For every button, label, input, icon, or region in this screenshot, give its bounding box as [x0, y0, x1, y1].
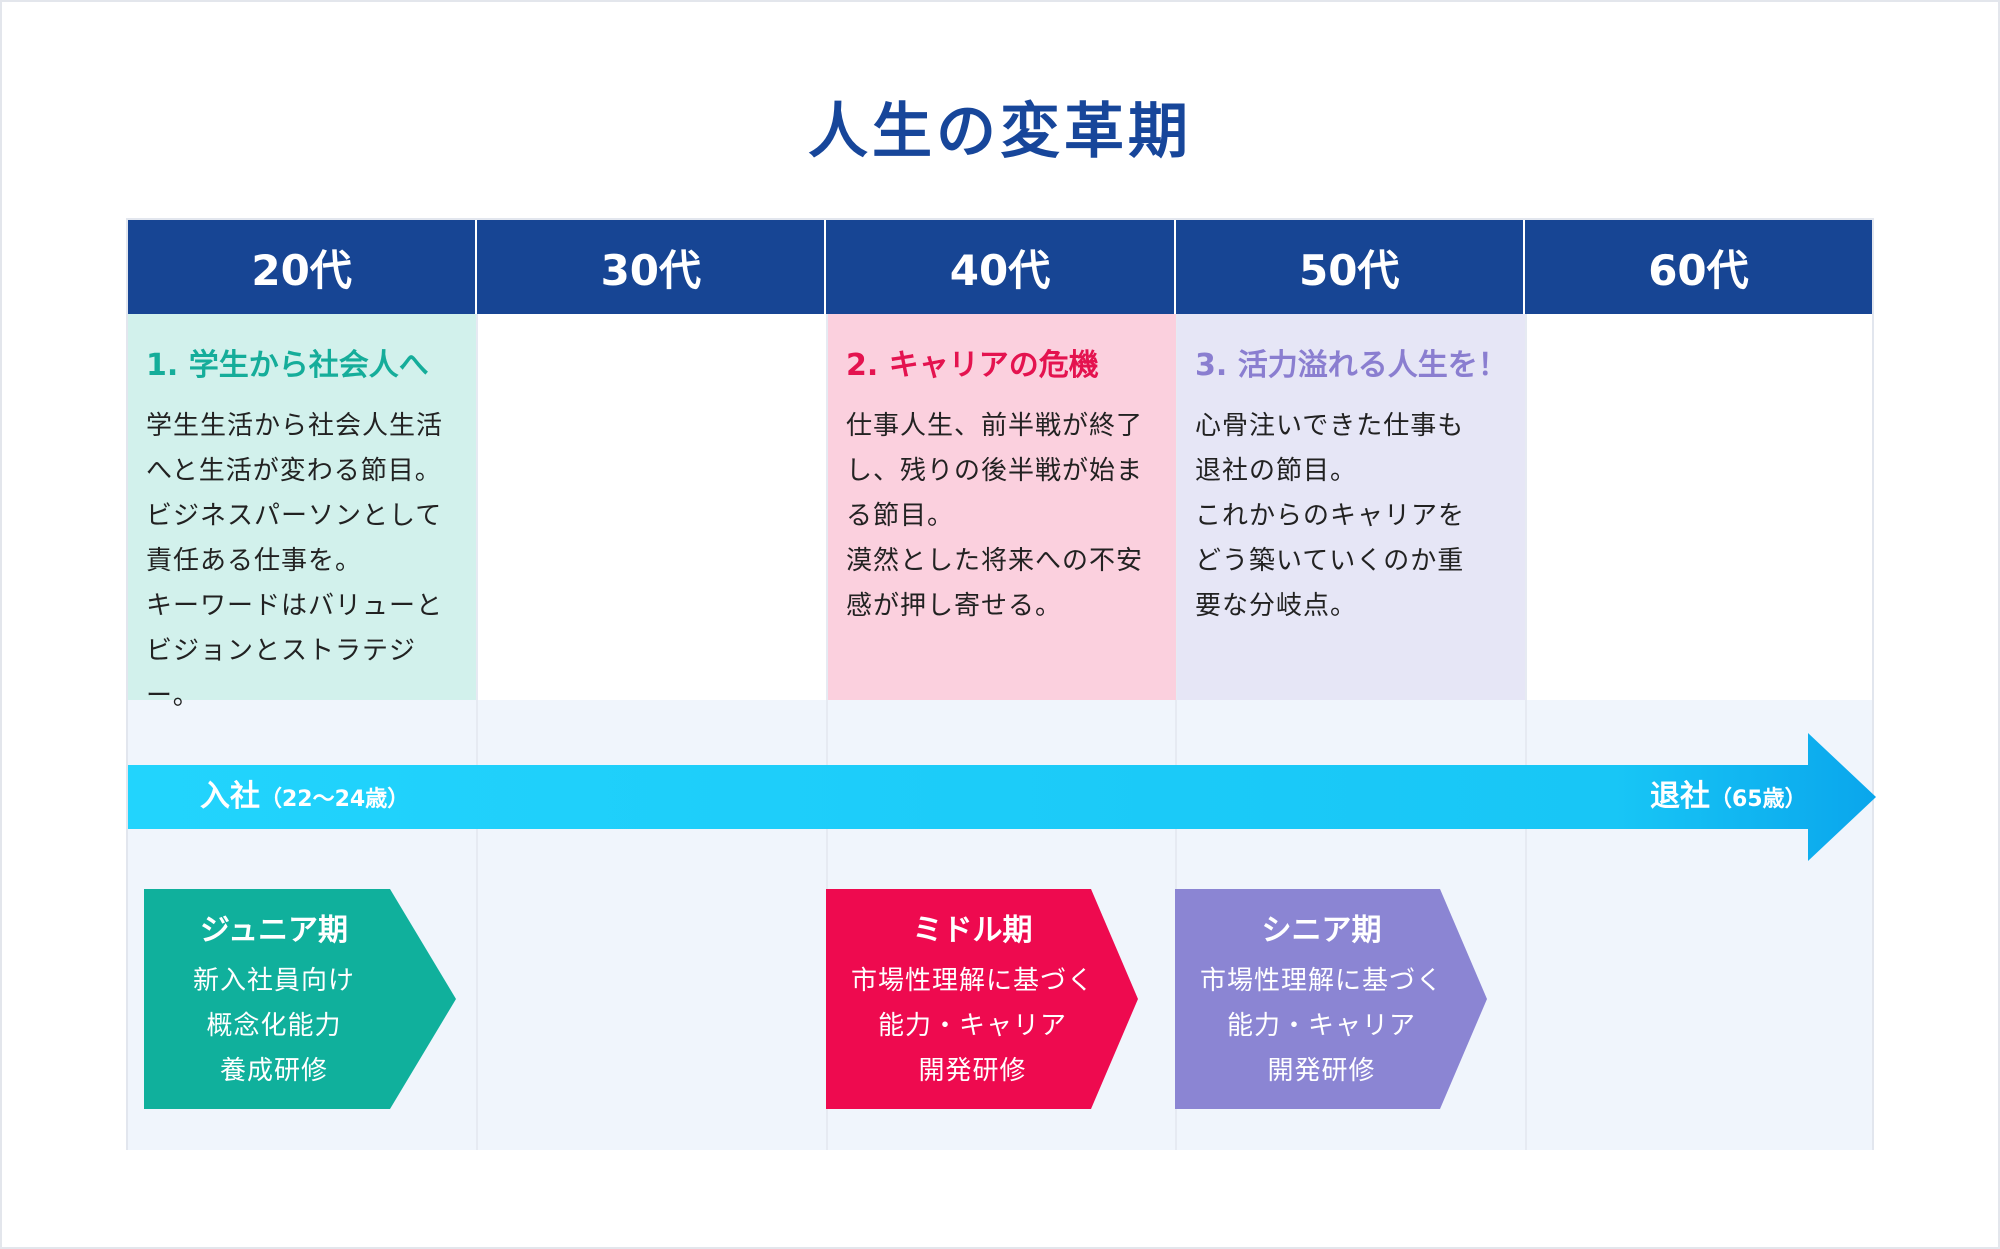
card-body: 心骨注いできた仕事も 退社の節目。 これからのキャリアを どう築いていくのか重 …	[1195, 411, 1466, 621]
phase-body: 市場性理解に基づく 能力・キャリア 開発研修	[1199, 966, 1443, 1086]
column-divider	[1175, 314, 1177, 1150]
card-career-crisis: 2. キャリアの危機 仕事人生、前半戦が終了 し、残りの後半戦が始ま る節目。 …	[828, 314, 1176, 700]
card-vibrant-life: 3. 活力溢れる人生を！ 心骨注いできた仕事も 退社の節目。 これからのキャリア…	[1177, 314, 1525, 700]
card-body: 仕事人生、前半戦が終了 し、残りの後半戦が始ま る節目。 漠然とした将来への不安…	[846, 411, 1144, 621]
phase-body: 新入社員向け 概念化能力 養成研修	[192, 966, 355, 1086]
join-age-range: （22〜24歳）	[260, 787, 410, 812]
decade-50s: 50代	[1176, 220, 1525, 314]
card-heading: 3. 活力溢れる人生を！	[1195, 348, 1508, 383]
card-student-to-worker: 1. 学生から社会人へ 学生生活から社会人生活 へと生活が変わる節目。 ビジネス…	[128, 314, 476, 711]
timeline-table: 20代 30代 40代 50代 60代 1. 学生から社会人へ 学生生活から社会…	[126, 218, 1876, 1150]
phase-junior: ジュニア期 新入社員向け 概念化能力 養成研修	[144, 889, 456, 1109]
phase-body: 市場性理解に基づく 能力・キャリア 開発研修	[850, 966, 1094, 1086]
column-divider	[826, 314, 828, 1150]
column-divider	[476, 314, 478, 1150]
card-heading: 1. 学生から社会人へ	[146, 348, 429, 383]
card-heading: 2. キャリアの危機	[846, 348, 1099, 383]
page-title: 人生の変革期	[808, 97, 1192, 167]
phase-title: シニア期	[1261, 913, 1382, 948]
decade-20s: 20代	[128, 220, 478, 314]
decade-60s: 60代	[1648, 245, 1749, 295]
phase-title: ジュニア期	[200, 913, 348, 948]
join-company-label: 入社（22〜24歳）	[200, 779, 410, 814]
decade-30s: 30代	[477, 220, 827, 314]
career-arrow	[128, 733, 1876, 861]
phase-middle: ミドル期 市場性理解に基づく 能力・キャリア 開発研修	[826, 889, 1138, 1109]
decade-40s: 40代	[826, 220, 1176, 314]
card-body: 学生生活から社会人生活 へと生活が変わる節目。 ビジネスパーソンとして 責任ある…	[146, 411, 444, 711]
phase-senior: シニア期 市場性理解に基づく 能力・キャリア 開発研修	[1175, 889, 1487, 1109]
column-divider	[1525, 314, 1527, 1150]
phase-title: ミドル期	[912, 913, 1033, 948]
retire-age: （65歳）	[1710, 787, 1807, 812]
decade-header: 20代 30代 40代 50代 60代	[128, 220, 1872, 314]
retire-label: 退社（65歳）	[1650, 779, 1807, 814]
